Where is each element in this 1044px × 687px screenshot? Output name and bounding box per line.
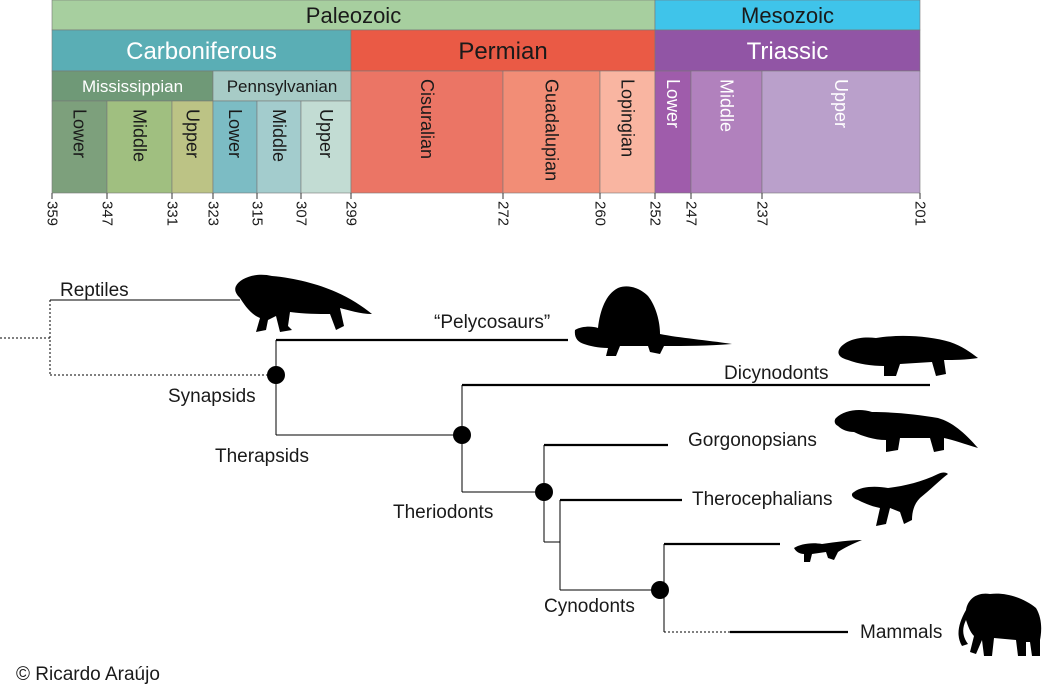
taxon-label-reptiles: Reptiles — [60, 280, 129, 301]
cynodont-silhouette-icon — [794, 540, 862, 562]
clade-label-synapsids: Synapsids — [168, 386, 256, 407]
taxon-label-gorgonopsians: Gorgonopsians — [688, 430, 817, 451]
subperiod-label: Pennsylvanian — [227, 77, 338, 96]
taxon-label-pelycosaurs: “Pelycosaurs” — [434, 312, 550, 333]
clade-label-therapsids: Therapsids — [215, 446, 309, 467]
epoch-box-3 — [212, 100, 258, 194]
epoch-box-7 — [502, 70, 601, 194]
era-label: Paleozoic — [306, 3, 401, 28]
taxon-label-dicynodonts: Dicynodonts — [724, 363, 829, 384]
taxon-label-therocephalians: Therocephalians — [692, 489, 832, 510]
epoch-box-2 — [171, 100, 214, 194]
era-box-1 — [654, 0, 921, 31]
epoch-label: Upper — [316, 109, 336, 158]
tree-labels: Reptiles “Pelycosaurs” Dicynodonts Gorgo… — [60, 280, 942, 643]
reptile-silhouette-icon — [235, 274, 372, 332]
theriodont-node — [535, 483, 553, 501]
age-tick-label: 307 — [293, 201, 310, 226]
therapsid-node — [453, 426, 471, 444]
age-tick-label: 237 — [754, 201, 771, 226]
epoch-label: Middle — [130, 109, 150, 162]
age-tick-label: 323 — [205, 201, 222, 226]
taxon-label-mammals: Mammals — [860, 622, 942, 643]
epoch-box-6 — [350, 70, 504, 194]
epoch-box-8 — [599, 70, 656, 194]
epoch-box-11 — [761, 70, 921, 194]
period-box-0 — [51, 29, 352, 72]
epoch-box-9 — [654, 70, 692, 194]
clade-label-cynodonts: Cynodonts — [544, 596, 635, 617]
epoch-label: Middle — [269, 109, 289, 162]
age-tick-label: 260 — [592, 201, 609, 226]
age-tick-label: 347 — [99, 201, 116, 226]
age-tick-label: 201 — [912, 201, 929, 226]
clade-nodes — [267, 366, 669, 599]
epoch-label: Upper — [831, 79, 851, 128]
credit-text: © Ricardo Araújo — [16, 664, 160, 685]
epoch-label: Guadalupian — [542, 79, 562, 181]
period-label: Permian — [458, 38, 547, 65]
epoch-label: Lopingian — [618, 79, 638, 157]
age-tick-label: 315 — [249, 201, 266, 226]
subperiod-label: Mississippian — [82, 77, 183, 96]
epoch-box-1 — [106, 100, 173, 194]
synapsid-node — [267, 366, 285, 384]
age-tick-label: 252 — [647, 201, 664, 226]
dicynodont-silhouette-icon — [838, 335, 978, 376]
age-tick-label: 359 — [44, 201, 61, 226]
age-tick-label: 299 — [343, 201, 360, 226]
therocephalian-silhouette-icon — [851, 472, 948, 526]
dimetrodon-silhouette-icon — [574, 286, 732, 356]
gorgonopsian-silhouette-icon — [834, 410, 978, 452]
epoch-label: Lower — [225, 109, 245, 158]
period-label: Carboniferous — [126, 38, 277, 65]
age-tick-label: 272 — [495, 201, 512, 226]
period-box-1 — [350, 29, 656, 72]
age-tick-label: 331 — [164, 201, 181, 226]
age-tick-label: 247 — [683, 201, 700, 226]
epoch-box-10 — [690, 70, 763, 194]
phylogeny-tree — [0, 299, 930, 634]
era-box-0 — [51, 0, 656, 31]
epoch-box-5 — [300, 100, 352, 194]
epoch-label: Middle — [717, 79, 737, 132]
era-label: Mesozoic — [741, 3, 834, 28]
clade-label-theriodonts: Theriodonts — [393, 502, 493, 523]
animal-silhouettes — [235, 274, 1042, 656]
mammoth-silhouette-icon — [958, 593, 1042, 656]
period-box-2 — [654, 29, 921, 72]
epoch-label: Cisuralian — [417, 79, 437, 159]
epoch-label: Upper — [183, 109, 203, 158]
epoch-label: Lower — [70, 109, 90, 158]
cynodont-node — [651, 581, 669, 599]
period-label: Triassic — [747, 38, 829, 65]
epoch-label: Lower — [663, 79, 683, 128]
epoch-box-0 — [51, 100, 108, 194]
